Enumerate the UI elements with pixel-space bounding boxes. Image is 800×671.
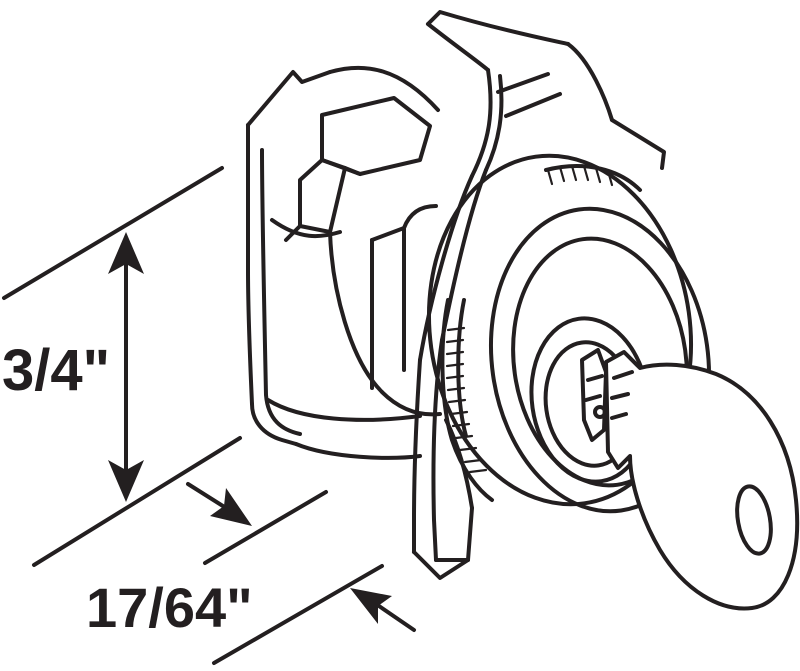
- height-arrowheads: [108, 232, 144, 502]
- dimension-lines: [2, 166, 384, 665]
- depth-arrowheads: [210, 488, 392, 624]
- key: [604, 350, 800, 611]
- keyway: [580, 348, 608, 442]
- lock-housing-back: [246, 65, 442, 460]
- depth-dimension-label: 17/64": [86, 576, 253, 639]
- depth-dimension-arrows: [186, 482, 416, 632]
- mounting-clip: [412, 10, 666, 580]
- knurled-nut: [426, 153, 694, 507]
- height-dimension-label: 3/4": [2, 338, 111, 403]
- knurling-pattern: [445, 164, 614, 474]
